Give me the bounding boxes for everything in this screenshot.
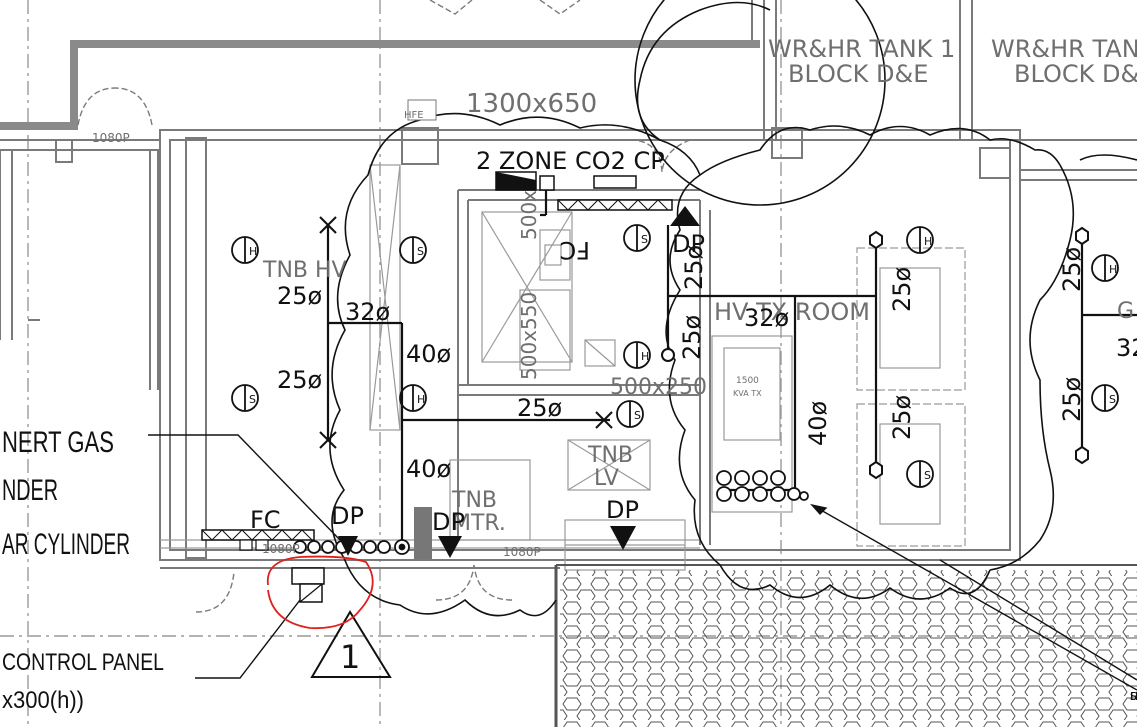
detectors — [231, 224, 1119, 488]
pipe-size-25-b: 25ø — [277, 366, 322, 394]
co2-panel-label: 2 ZONE CO2 CP — [476, 147, 665, 175]
pipe-size-25-g: 25ø — [888, 395, 916, 440]
hex-nozzles — [661, 226, 1089, 480]
fc-label-mirrored: FC — [559, 236, 590, 264]
heat-detector-h-5: H — [1109, 263, 1117, 276]
heat-detector-h-7: H — [1130, 690, 1137, 703]
heat-detector-h-3: H — [641, 350, 649, 363]
tnb-hv-label: TNB HV — [262, 258, 347, 283]
pipe-size-32-b: 32ø — [744, 304, 789, 332]
tnb-lv-label-1: TNB — [587, 443, 633, 468]
inert-gas-label-3: AR CYLINDER — [2, 528, 130, 561]
heat-detector-h-8: H — [1130, 690, 1137, 703]
black-labels: 2 ZONE CO2 CP FC FC DP DP DP DP 25ø 25ø … — [2, 147, 1137, 714]
smoke-detector-s: S — [417, 245, 424, 258]
size-1300x650-label: 1300x650 — [466, 89, 597, 119]
smoke-detector-s-5: S — [924, 469, 931, 482]
leader-lines — [148, 434, 1137, 691]
dp-label-3: DP — [606, 496, 639, 524]
size-500x-label: 500x — [517, 190, 541, 240]
hv-room-label: HV TX ROOM — [714, 298, 870, 326]
door-1080p-top: 1080P — [92, 131, 130, 145]
size-500x250-label: 500x250 — [610, 375, 707, 400]
tnb-mtr-label-1: TNB — [451, 488, 497, 513]
transformer-label-1: 1500 — [736, 376, 759, 386]
discharge-points — [338, 206, 700, 558]
detector-letters: H S S H S S H H S H S H S H S H — [249, 233, 1137, 703]
door-1080p-bottom: 1080P — [503, 545, 541, 559]
revision-number: 1 — [340, 638, 360, 676]
grey-labels: 1300x650 WR&HR TANK 1 BLOCK D&E WR&HR TA… — [92, 35, 1137, 559]
size-500x550-label: 500x550 — [517, 292, 541, 380]
dp-label-1: DP — [331, 502, 364, 530]
pipe-size-25-i: 25ø — [1058, 377, 1086, 422]
tank-title-2: WR&HR TAN — [991, 35, 1137, 63]
tnb-mtr-label-2: MTR. — [452, 511, 506, 536]
smoke-detector-s-2: S — [249, 393, 256, 406]
pipe-size-25-c: 25ø — [517, 394, 562, 422]
tank-title-1: WR&HR TANK 1 — [768, 35, 955, 63]
pipe-size-32-c: 32 — [1116, 334, 1137, 362]
dp-label-4: DP — [672, 230, 705, 258]
pipe-size-25-d: 25ø — [680, 245, 708, 290]
smoke-detector-s-3: S — [641, 233, 648, 246]
large-circle-outline — [634, 0, 886, 206]
fc-label-left: FC — [250, 506, 281, 534]
heat-detector-h-2: H — [417, 393, 425, 406]
door-1080p-left: 1080P — [262, 542, 300, 556]
nozzle-markers — [319, 216, 613, 449]
building-walls — [0, 0, 1137, 569]
dp-label-2: DP — [432, 508, 465, 536]
heat-detector-h: H — [249, 245, 257, 258]
control-panel-label-2: x300(h)) — [2, 687, 84, 714]
equipment — [201, 99, 673, 603]
tank-block-2: BLOCK D& — [1014, 60, 1137, 88]
revision-triangle — [310, 610, 392, 678]
pipe-size-40-c: 40ø — [804, 401, 832, 446]
hex-paving-area — [554, 564, 1137, 727]
g-letter: G — [1117, 299, 1134, 324]
smoke-detector-s-4: S — [634, 409, 641, 422]
pipe-size-25-a: 25ø — [277, 282, 322, 310]
gas-cylinders — [293, 470, 809, 555]
transformer-label-2: KVA TX — [733, 389, 762, 398]
inert-gas-label-2: NDER — [2, 474, 58, 507]
pipe-size-32-a: 32ø — [345, 298, 390, 326]
pipe-network — [326, 190, 1137, 545]
pipe-size-25-f: 25ø — [888, 267, 916, 312]
heat-detector-h-6: H — [1130, 690, 1137, 703]
inert-gas-label-1: NERT GAS — [2, 426, 114, 459]
heat-detector-h-4: H — [924, 235, 932, 248]
pipe-size-25-e: 25ø — [678, 315, 706, 360]
door-swings — [77, 0, 691, 613]
smoke-detector-s-8: S — [1130, 690, 1137, 703]
tnb-lv-label-2: LV — [594, 466, 619, 491]
control-panel-label-1: CONTROL PANEL — [2, 649, 164, 676]
tank-block-1: BLOCK D&E — [788, 60, 928, 88]
hfe-label: HFE — [404, 110, 424, 121]
smoke-detector-s-6: S — [1109, 393, 1116, 406]
pipe-size-40-a: 40ø — [406, 340, 451, 368]
pipe-size-40-b: 40ø — [406, 455, 451, 483]
pipe-size-25-h: 25ø — [1058, 247, 1086, 292]
red-markup-circle — [266, 555, 374, 630]
smoke-detector-s-7: S — [1130, 690, 1137, 703]
